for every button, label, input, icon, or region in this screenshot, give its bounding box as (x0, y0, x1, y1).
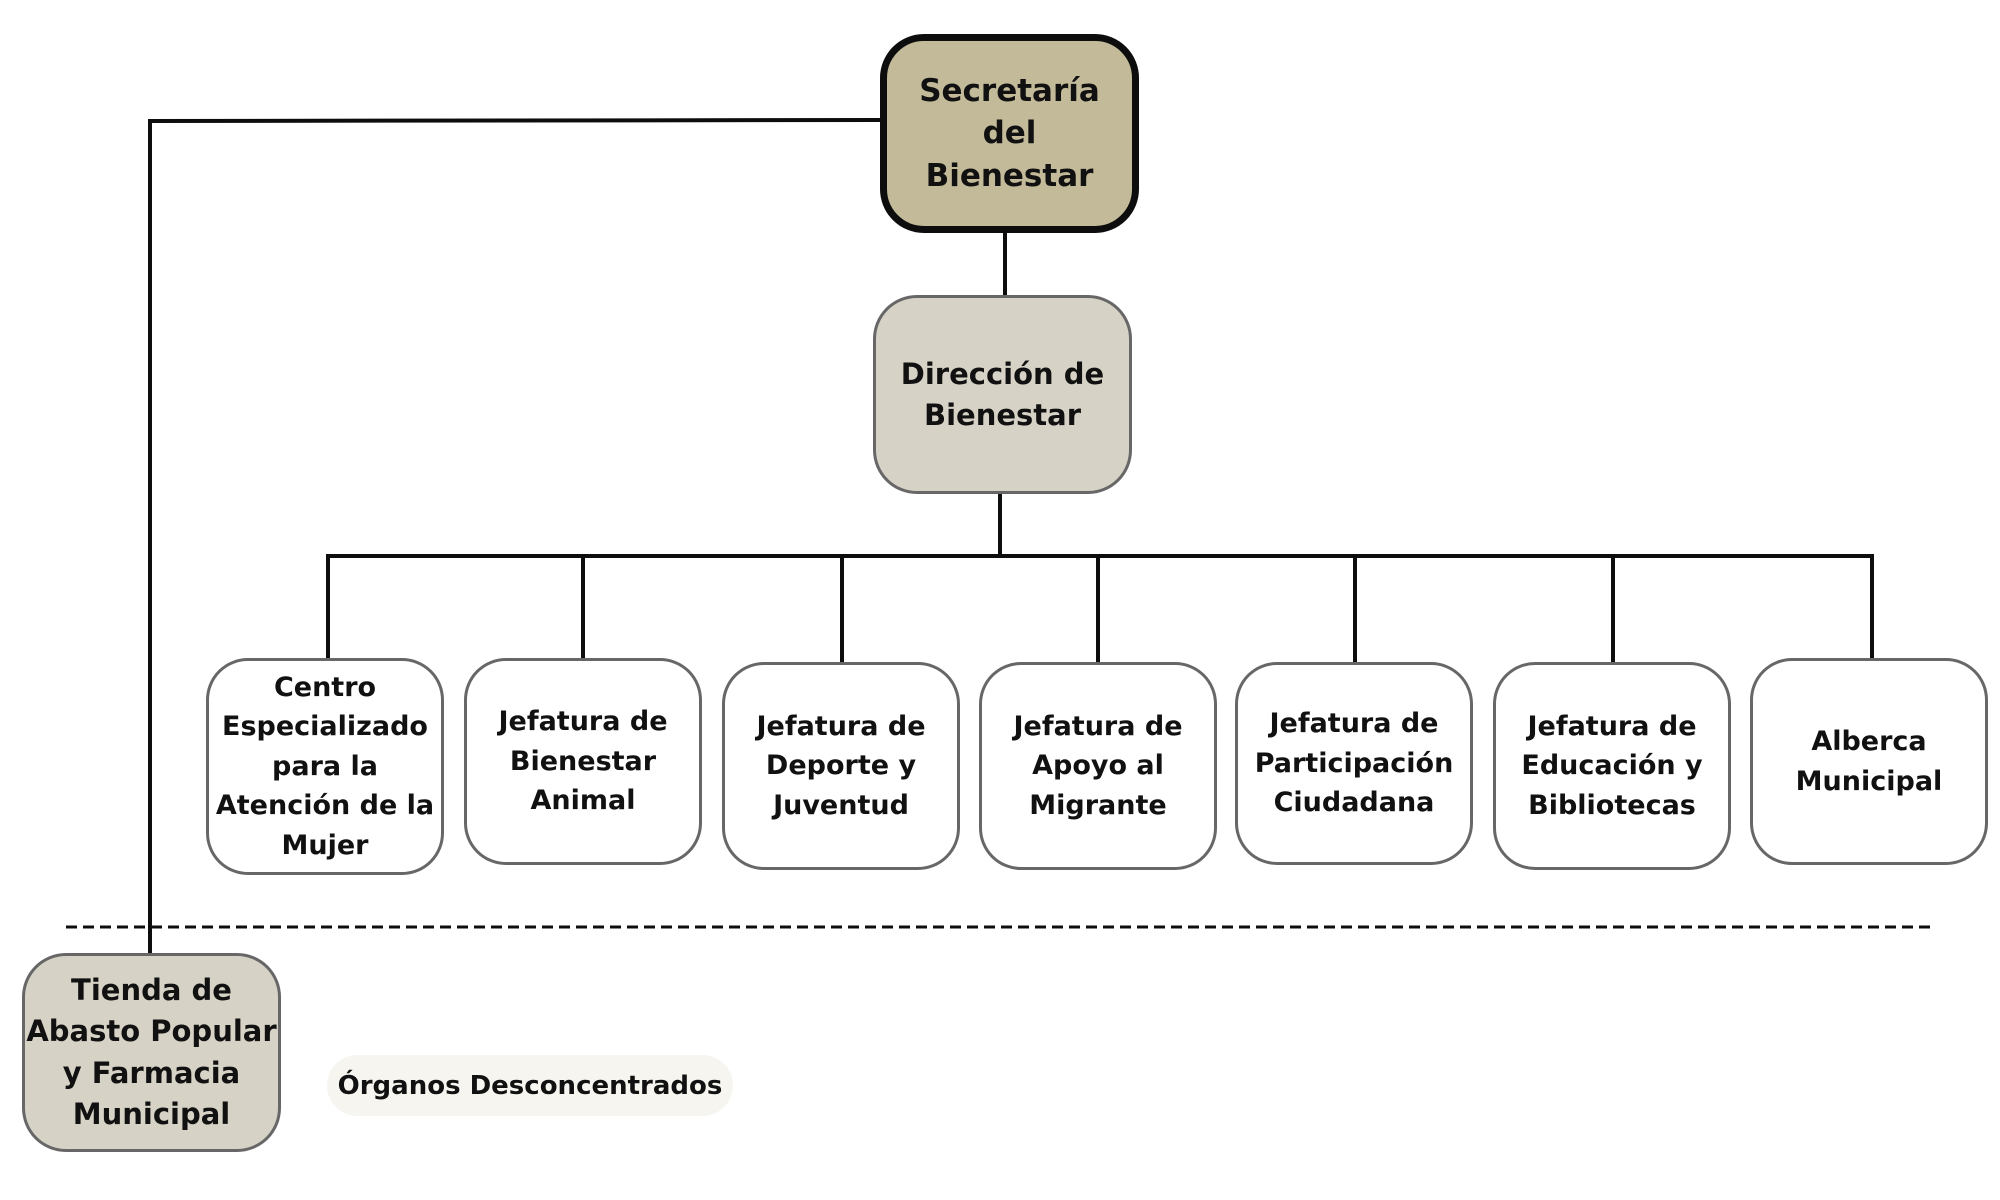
node-jefatura-bienestar-animal: Jefatura de Bienestar Animal (464, 658, 702, 865)
node-direccion-de-bienestar: Dirección de Bienestar (873, 295, 1132, 494)
node-jefatura-deporte-juventud: Jefatura de Deporte y Juventud (722, 662, 960, 870)
legend-organos-desconcentrados: Órganos Desconcentrados (327, 1055, 733, 1116)
node-alberca-municipal: Alberca Municipal (1750, 658, 1988, 865)
node-jefatura-participacion-ciudadana: Jefatura de Participación Ciudadana (1235, 662, 1473, 865)
node-jefatura-educacion-bibliotecas: Jefatura de Educación y Bibliotecas (1493, 662, 1731, 870)
node-tienda-abasto-farmacia: Tienda de Abasto Popular y Farmacia Muni… (22, 953, 281, 1152)
node-jefatura-apoyo-migrante: Jefatura de Apoyo al Migrante (979, 662, 1217, 870)
node-secretaria-del-bienestar: Secretaría del Bienestar (880, 34, 1139, 233)
node-centro-especializado-mujer: Centro Especializado para la Atención de… (206, 658, 444, 875)
connector-top-to-tienda-horizontal (149, 118, 883, 123)
